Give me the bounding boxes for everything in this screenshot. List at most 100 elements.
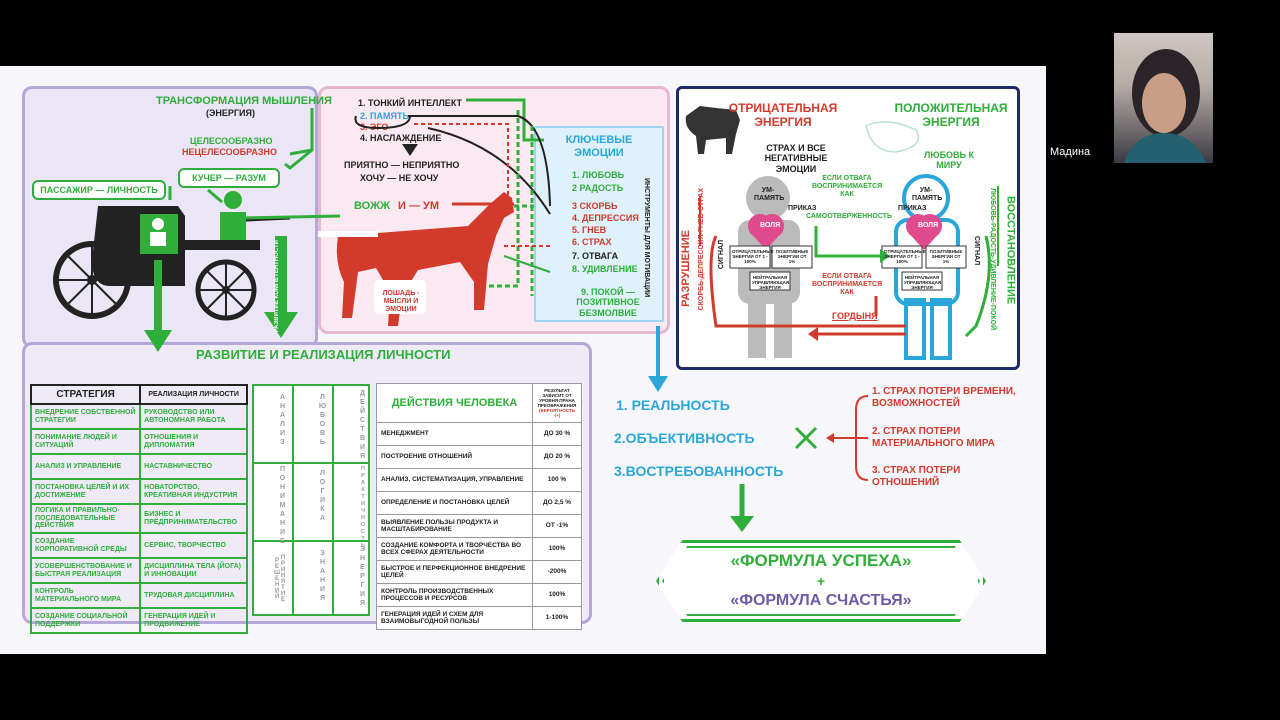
table-cell: ОТ -1% bbox=[532, 514, 582, 538]
table-cell: ВЫЯВЛЕНИЕ ПОЛЬЗЫ ПРОДУКТА И МАСШТАБИРОВА… bbox=[376, 514, 533, 538]
table-cell: 1-100% bbox=[532, 606, 582, 630]
formula-happiness: «ФОРМУЛА СЧАСТЬЯ» bbox=[730, 592, 912, 609]
pos-energy-left: ПОЗИТИВНЫЕ ЭНЕРГИИ ОТ 1% bbox=[775, 249, 809, 265]
vertical-word-grid: АНАЛИЗ ЛЮБОВЬ ДЕЙСТВИЯ ПОНИМАНИЕ ЛОГИКА … bbox=[252, 384, 370, 616]
will-left: ВОЛЯ bbox=[760, 222, 781, 229]
word-logic: ЛОГИКА bbox=[319, 470, 326, 524]
table-cell: ТРУДОВАЯ ДИСЦИПЛИНА bbox=[139, 582, 248, 610]
formula-frame bbox=[656, 540, 986, 622]
table-cell: ГЕНЕРАЦИЯ ИДЕЙ И ПРОДВИЖЕНИЕ bbox=[139, 607, 248, 635]
table-cell: СОЗДАНИЕ КОМФОРТА И ТВОРЧЕСТВА ВО ВСЕХ С… bbox=[376, 537, 533, 561]
passenger-label: ПАССАЖИР — ЛИЧНОСТЬ bbox=[40, 185, 158, 195]
table-cell: 100% bbox=[532, 537, 582, 561]
word-practicality: ПРАКТИЧНОСТЬ bbox=[360, 466, 366, 550]
word-knowledge: ЗНАНИЯ bbox=[319, 550, 326, 604]
table-cell: ПОСТАНОВКА ЦЕЛЕЙ И ИХ ДОСТИЖЕНИЕ bbox=[29, 478, 142, 505]
table-cell: ОПРЕДЕЛЕНИЕ И ПОСТАНОВКА ЦЕЛЕЙ bbox=[376, 491, 533, 515]
table-cell: ГЕНЕРАЦИЯ ИДЕЙ И СХЕМ ДЛЯ ВЗАИМОВЫГОДНОЙ… bbox=[376, 606, 533, 630]
participant-video[interactable] bbox=[1114, 33, 1213, 163]
will-right: ВОЛЯ bbox=[918, 222, 939, 229]
table-cell: НОВАТОРСТВО, КРЕАТИВНАЯ ИНДУСТРИЯ bbox=[139, 478, 248, 505]
emotion-6: 6. СТРАХ bbox=[572, 237, 612, 247]
coachman-box: КУЧЕР — РАЗУМ bbox=[178, 168, 280, 188]
emotions-title: КЛЮЧЕВЫЕ ЭМОЦИИ bbox=[565, 134, 633, 159]
result-objectivity: 2.ОБЪЕКТИВНОСТЬ bbox=[614, 430, 755, 446]
neutral-right: НЕЙТРАЛЬНАЯ УПРАВЛЯЮЩАЯ ЭНЕРГИЯ bbox=[904, 275, 942, 291]
reins-mind-label: И — УМ bbox=[398, 200, 440, 212]
table-cell: СЕРВИС, ТВОРЧЕСТВО bbox=[139, 532, 248, 560]
table-cell: УСОВЕРШЕНСТВОВАНИЕ И БЫСТРАЯ РЕАЛИЗАЦИЯ bbox=[29, 557, 142, 585]
signal-left: СИГНАЛ bbox=[718, 240, 725, 270]
word-love: ЛЮБОВЬ bbox=[319, 394, 326, 448]
emotion-2: 2 РАДОСТЬ bbox=[572, 183, 624, 193]
neg-energy-right: ОТРИЦАТЕЛЬНЫЕ ЭНЕРГИИ ОТ 1 - 100% bbox=[884, 249, 926, 265]
carriage-illustration bbox=[53, 108, 340, 352]
table-cell: АНАЛИЗ, СИСТЕМАТИЗАЦИЯ, УПРАВЛЕНИЕ bbox=[376, 468, 533, 492]
if-courage-2: ЕСЛИ ОТВАГА ВОСПРИНИМАЕТСЯ КАК bbox=[812, 273, 883, 297]
emotion-1: 1. ЛЮБОВЬ bbox=[572, 170, 625, 180]
emotions-panel bbox=[534, 126, 664, 322]
results-connectors bbox=[730, 395, 869, 532]
love-label: ЛЮБОВЬ К МИРУ bbox=[923, 150, 975, 171]
table-cell: 100% bbox=[532, 583, 582, 607]
pride-label: ГОРДЫНЯ bbox=[832, 311, 878, 321]
mind-memory-left: УМ-ПАМЯТЬ bbox=[754, 187, 785, 203]
table-row: СОЗДАНИЕ КОМФОРТА И ТВОРЧЕСТВА ВО ВСЕХ С… bbox=[376, 537, 582, 561]
table-cell: ЛОГИКА И ПРАВИЛЬНО-ПОСЛЕДОВАТЕЛЬНЫЕ ДЕЙС… bbox=[29, 502, 142, 535]
emotion-3: 3 СКОРБЬ bbox=[572, 201, 618, 211]
positive-energy-title: ПОЛОЖИТЕЛЬНАЯ ЭНЕРГИЯ bbox=[894, 101, 1008, 129]
word-understanding: ПОНИМАНИЕ bbox=[279, 466, 286, 547]
table-cell: ПОНИМАНИЕ ЛЮДЕЙ И СИТУАЦИЙ bbox=[29, 428, 142, 455]
table-cell: ДИСЦИПЛИНА ТЕЛА (ЙОГА) И ИННОВАЦИИ bbox=[139, 557, 248, 585]
restoration-sub: ЛЮБОВЬ-РАДОСТЬ-УДИВЛЕНИЕ-ПОКОЙ bbox=[989, 188, 997, 331]
order-right: ПРИКАЗ bbox=[898, 205, 927, 212]
table-row: КОНТРОЛЬ ПРОИЗВОДСТВЕННЫХ ПРОЦЕССОВ И РЕ… bbox=[376, 583, 582, 607]
table-row: ЛОГИКА И ПРАВИЛЬНО-ПОСЛЕДОВАТЕЛЬНЫЕ ДЕЙС… bbox=[29, 502, 248, 535]
reins-label: ВОЖЖ bbox=[354, 200, 390, 212]
formula-inner-frame bbox=[662, 546, 980, 616]
coachman-label: КУЧЕР — РАЗУМ bbox=[192, 173, 266, 183]
want-label: ХОЧУ — НЕ ХОЧУ bbox=[360, 173, 439, 183]
table-cell: АНАЛИЗ И УПРАВЛЕНИЕ bbox=[29, 453, 142, 480]
result-demand: 3.ВОСТРЕБОВАННОСТЬ bbox=[614, 463, 784, 479]
development-title: РАЗВИТИЕ И РЕАЛИЗАЦИЯ ЛИЧНОСТИ bbox=[196, 347, 451, 362]
actions-col-sub: (ВЕРОЯТНОСТЬ -/+) bbox=[539, 408, 575, 418]
energy-label: (ЭНЕРГИЯ) bbox=[206, 108, 255, 118]
word-decisions: ПРИНЯТИЕ РЕШЕНИЙ bbox=[274, 555, 286, 603]
realization-header: РЕАЛИЗАЦИЯ ЛИЧНОСТИ bbox=[139, 384, 248, 405]
neg-energy-left: ОТРИЦАТЕЛЬНЫЕ ЭНЕРГИИ ОТ 1 - 100% bbox=[732, 249, 774, 265]
emotion-5: 5. ГНЕВ bbox=[572, 225, 607, 235]
table-cell: КОНТРОЛЬ ПРОИЗВОДСТВЕННЫХ ПРОЦЕССОВ И РЕ… bbox=[376, 583, 533, 607]
emotion-4: 4. ДЕПРЕССИЯ bbox=[572, 213, 639, 223]
table-cell: ДО 20 % bbox=[532, 445, 582, 469]
mind-illustration bbox=[318, 98, 551, 326]
actions-table: ДЕЙСТВИЯ ЧЕЛОВЕКА РЕЗУЛЬТАТ ЗАВИСИТ ОТ У… bbox=[376, 383, 582, 630]
table-row: БЫСТРОЕ И ПЕРФЕКЦИОННОЕ ВНЕДРЕНИЕ ЦЕЛЕЙ-… bbox=[376, 560, 582, 584]
word-energy: ЭНЕРГИЯ bbox=[359, 546, 366, 609]
fear-3: 3. СТРАХ ПОТЕРИ ОТНОШЕНИЙ bbox=[872, 465, 961, 488]
fear-label: СТРАХ И ВСЕ НЕГАТИВНЫЕ ЭМОЦИИ bbox=[764, 143, 828, 174]
table-cell: ДО 30 % bbox=[532, 422, 582, 446]
table-cell: КОНТРОЛЬ МАТЕРИАЛЬНОГО МИРА bbox=[29, 582, 142, 610]
destruction-label: РАЗРУШЕНИЕ bbox=[680, 230, 692, 307]
emotion-9: 9. ПОКОЙ — ПОЗИТИВНОЕ БЕЗМОЛВИЕ bbox=[576, 287, 640, 318]
emotion-8: 8. УДИВЛЕНИЕ bbox=[572, 264, 638, 274]
table-cell: БИЗНЕС И ПРЕДПРИНИМАТЕЛЬСТВО bbox=[139, 502, 248, 535]
table-cell: ДО 2,5 % bbox=[532, 491, 582, 515]
transform-title: ТРАНСФОРМАЦИЯ МЫШЛЕНИЯ bbox=[156, 95, 332, 107]
strategy-header: СТРАТЕГИЯ bbox=[29, 384, 142, 405]
participant-avatar bbox=[1124, 49, 1206, 163]
restoration-label: ВОССТАНОВЛЕНИЕ bbox=[1004, 196, 1017, 305]
reasonable-label: ЦЕЛЕСООБРАЗНО bbox=[190, 136, 273, 146]
pleasant-label: ПРИЯТНО — НЕПРИЯТНО bbox=[344, 160, 460, 170]
table-cell: ВНЕДРЕНИЕ СОБСТВЕННОЙ СТРАТЕГИИ bbox=[29, 403, 142, 430]
